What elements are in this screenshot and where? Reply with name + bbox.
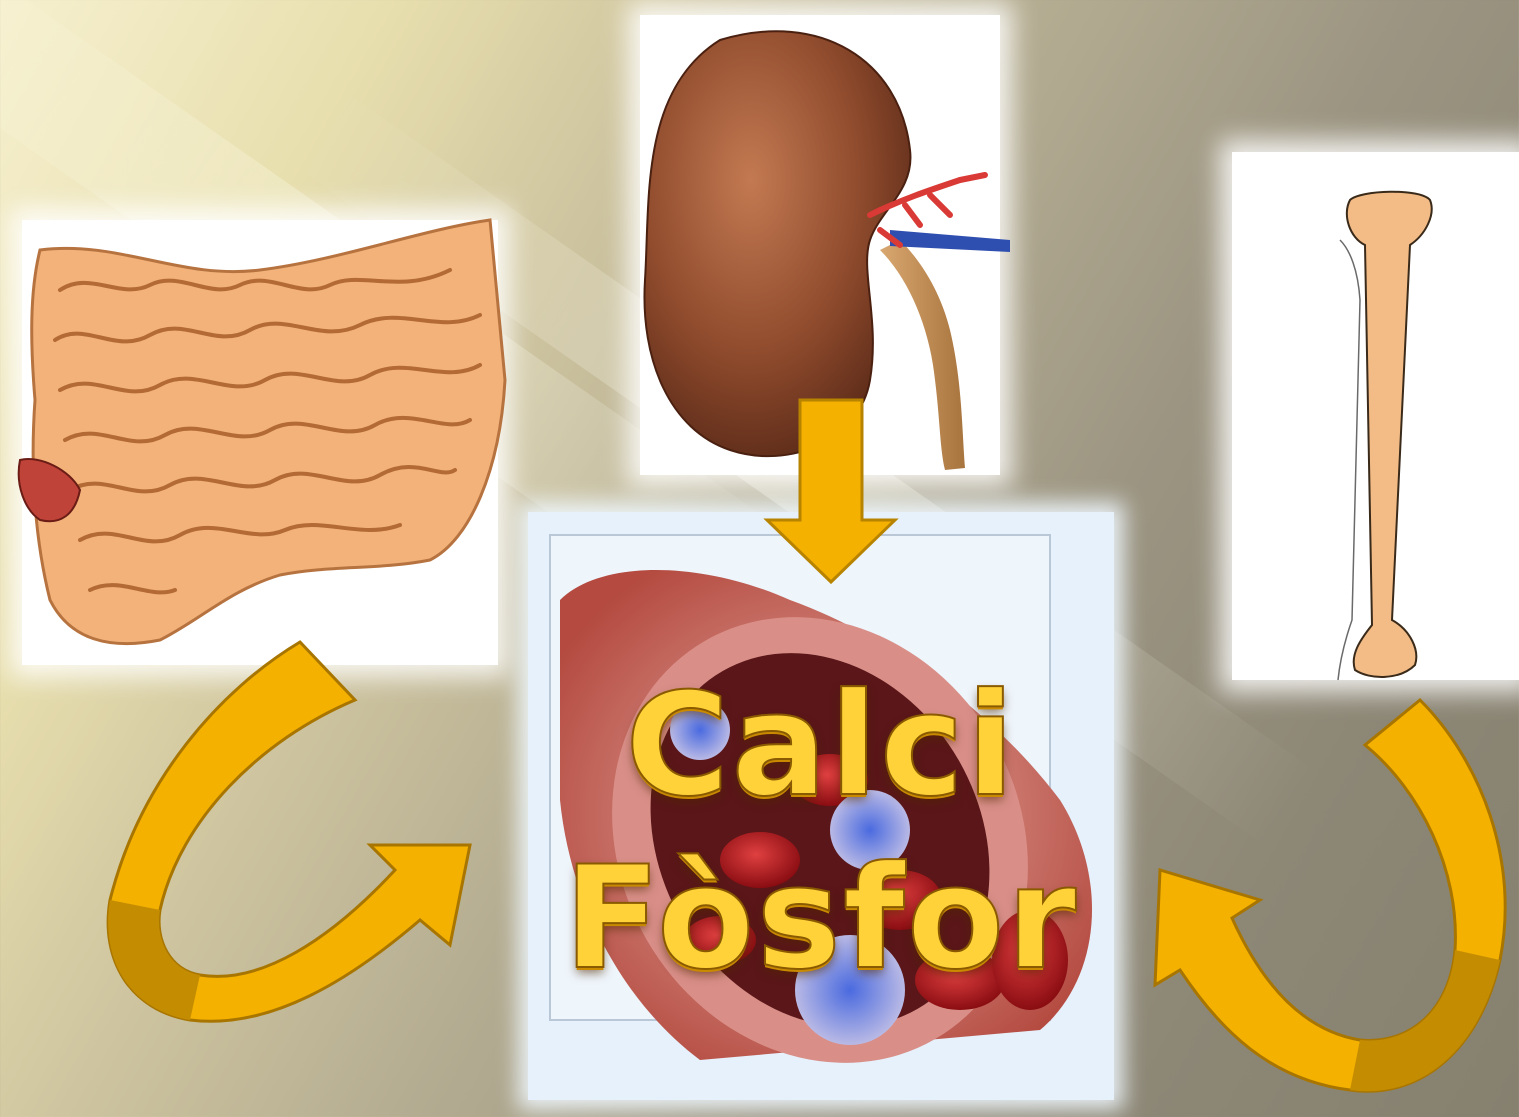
label-fosfor: Fòsfor — [528, 848, 1114, 990]
label-calci: Calci — [528, 675, 1114, 817]
curved-arrow-right — [1155, 700, 1505, 1091]
bone-icon — [1338, 192, 1432, 680]
intestine-icon — [19, 220, 505, 644]
curved-arrow-left — [108, 642, 470, 1021]
